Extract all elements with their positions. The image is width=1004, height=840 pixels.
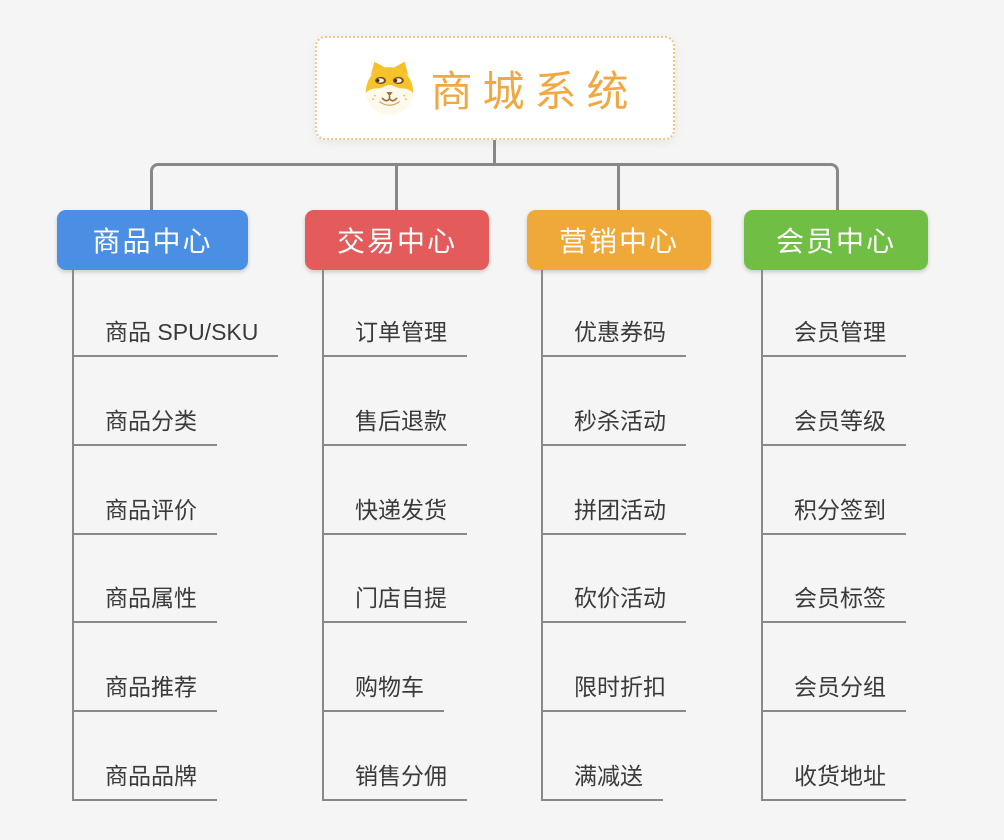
connector-elbow-left bbox=[150, 163, 494, 210]
leaf-node[interactable]: 订单管理 bbox=[322, 301, 467, 357]
leaf-node[interactable]: 门店自提 bbox=[322, 567, 467, 623]
leaf-node[interactable]: 售后退款 bbox=[322, 390, 467, 446]
leaf-node[interactable]: 商品品牌 bbox=[72, 745, 217, 801]
leaf-node[interactable]: 会员分组 bbox=[761, 656, 906, 712]
leaf-node[interactable]: 会员等级 bbox=[761, 390, 906, 446]
connector-root-stub bbox=[493, 140, 496, 166]
trunk-line-member bbox=[761, 270, 763, 801]
leaf-node[interactable]: 优惠券码 bbox=[541, 301, 686, 357]
connector-drop-marketing bbox=[617, 163, 620, 210]
leaf-node[interactable]: 快递发货 bbox=[322, 479, 467, 535]
shiba-dog-icon bbox=[361, 60, 418, 117]
trunk-line-marketing bbox=[541, 270, 543, 801]
leaf-node[interactable]: 满减送 bbox=[541, 745, 663, 801]
leaf-node[interactable]: 商品分类 bbox=[72, 390, 217, 446]
leaf-node[interactable]: 砍价活动 bbox=[541, 567, 686, 623]
branch-node-product-center[interactable]: 商品中心 bbox=[57, 210, 248, 270]
connector-drop-trade bbox=[395, 163, 398, 210]
leaf-node[interactable]: 商品推荐 bbox=[72, 656, 217, 712]
branch-node-trade-center[interactable]: 交易中心 bbox=[305, 210, 489, 270]
leaf-node[interactable]: 拼团活动 bbox=[541, 479, 686, 535]
leaf-node[interactable]: 秒杀活动 bbox=[541, 390, 686, 446]
root-title: 商城系统 bbox=[430, 67, 639, 115]
connector-elbow-right bbox=[494, 163, 839, 210]
leaf-node[interactable]: 收货地址 bbox=[761, 745, 906, 801]
trunk-line-trade bbox=[322, 270, 324, 801]
leaf-node[interactable]: 购物车 bbox=[322, 656, 444, 712]
root-node[interactable]: 商城系统 bbox=[315, 36, 675, 140]
leaf-node[interactable]: 限时折扣 bbox=[541, 656, 686, 712]
leaf-node[interactable]: 会员标签 bbox=[761, 567, 906, 623]
branch-node-member-center[interactable]: 会员中心 bbox=[744, 210, 928, 270]
leaf-node[interactable]: 销售分佣 bbox=[322, 745, 467, 801]
branch-node-marketing-center[interactable]: 营销中心 bbox=[527, 210, 711, 270]
leaf-node[interactable]: 商品属性 bbox=[72, 567, 217, 623]
leaf-node[interactable]: 积分签到 bbox=[761, 479, 906, 535]
trunk-line-product bbox=[72, 270, 74, 801]
leaf-node[interactable]: 商品评价 bbox=[72, 479, 217, 535]
leaf-node[interactable]: 商品 SPU/SKU bbox=[72, 301, 279, 357]
leaf-node[interactable]: 会员管理 bbox=[761, 301, 906, 357]
